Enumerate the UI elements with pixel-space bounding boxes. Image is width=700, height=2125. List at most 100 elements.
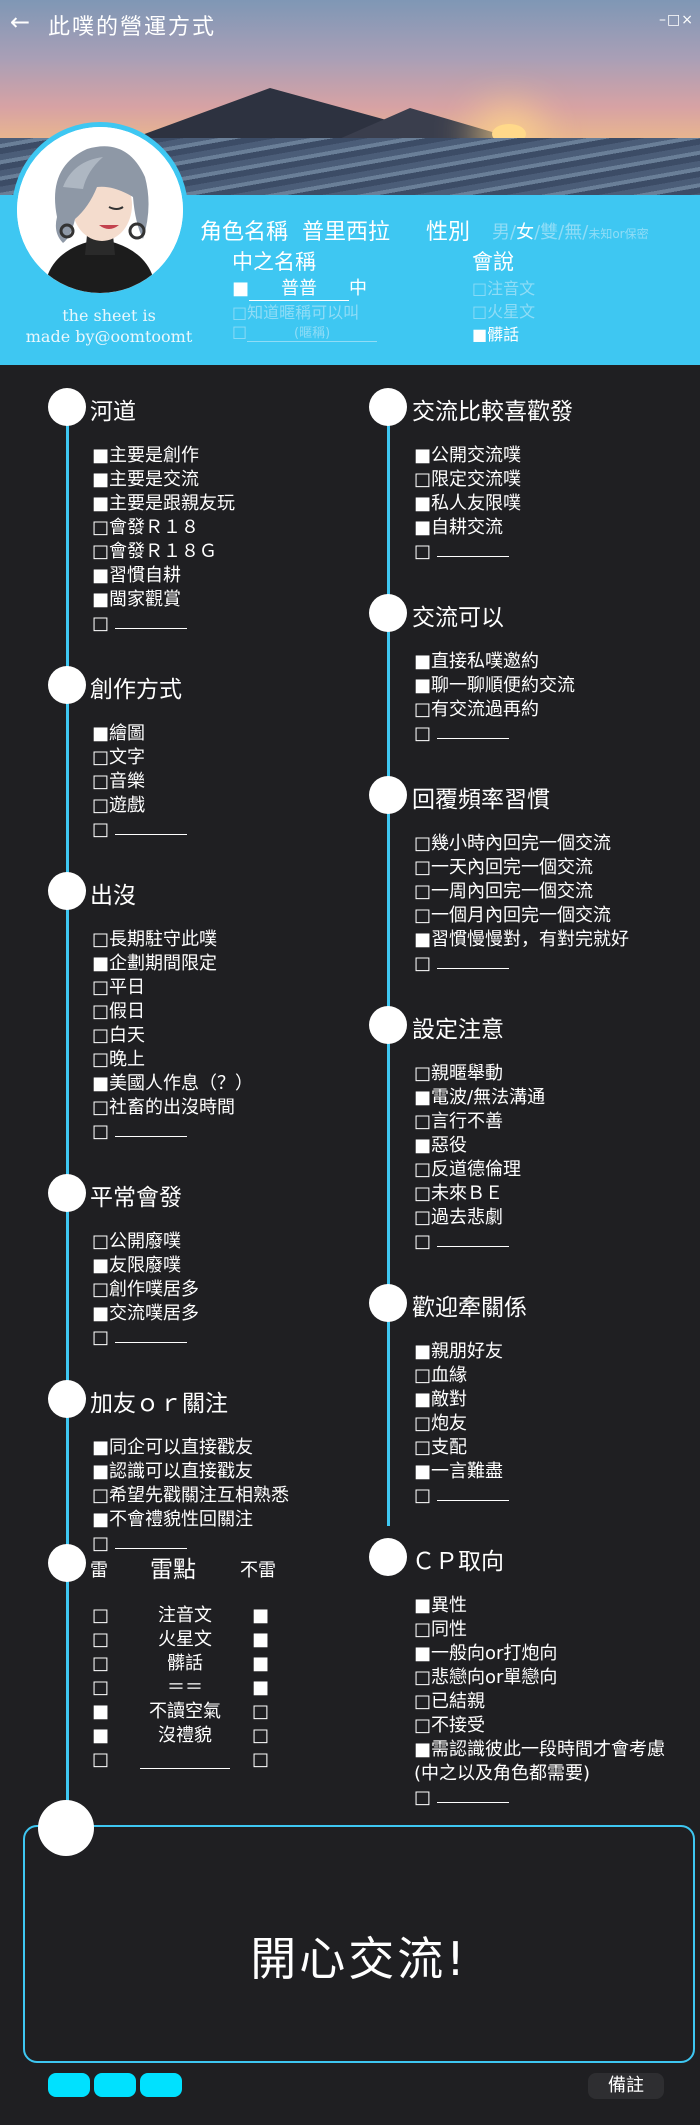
gender-option[interactable]: 男: [492, 222, 510, 243]
checklist-item[interactable]: (中之以及角色都需要): [414, 1762, 590, 1786]
blank-option[interactable]: □: [414, 1230, 510, 1254]
checklist-item[interactable]: □會發Ｒ１８Ｇ: [92, 540, 217, 564]
tab-pill[interactable]: [94, 2073, 136, 2097]
not-lei-checkbox[interactable]: ■: [252, 1629, 270, 1650]
speak-option[interactable]: □注音文: [472, 279, 536, 298]
checklist-item[interactable]: □幾小時內回完一個交流: [414, 832, 611, 856]
checklist-item[interactable]: □音樂: [92, 770, 145, 794]
checklist-item[interactable]: □言行不善: [414, 1110, 503, 1134]
tab-pill[interactable]: [48, 2073, 90, 2097]
checklist-item[interactable]: ■主要是跟親友玩: [92, 492, 235, 516]
checklist-item[interactable]: □假日: [92, 1000, 145, 1024]
checklist-item[interactable]: ■電波/無法溝通: [414, 1086, 545, 1110]
checklist-item[interactable]: ■友限廢噗: [92, 1254, 181, 1278]
checklist-item[interactable]: ■一般向or打炮向: [414, 1642, 557, 1666]
lei-checkbox[interactable]: □: [92, 1677, 110, 1698]
not-lei-checkbox[interactable]: ■: [252, 1605, 270, 1626]
checklist-item[interactable]: ■習慣慢慢對，有對完就好: [414, 928, 629, 952]
checklist-item[interactable]: ■閩家觀賞: [92, 588, 181, 612]
checklist-item[interactable]: ■需認識彼此一段時間才會考慮: [414, 1738, 665, 1762]
checklist-item[interactable]: □長期駐守此噗: [92, 928, 217, 952]
blank-option[interactable]: □: [414, 540, 510, 564]
checklist-item[interactable]: □一天內回完一個交流: [414, 856, 593, 880]
not-lei-checkbox[interactable]: □: [252, 1725, 270, 1746]
checklist-item[interactable]: ■主要是創作: [92, 444, 199, 468]
blank-option[interactable]: □: [414, 1484, 510, 1508]
checklist-item[interactable]: □白天: [92, 1024, 145, 1048]
speak-option[interactable]: ■髒話: [472, 325, 520, 344]
checklist-item[interactable]: □社畜的出沒時間: [92, 1096, 235, 1120]
checklist-item[interactable]: ■交流噗居多: [92, 1302, 199, 1326]
checklist-item[interactable]: □文字: [92, 746, 145, 770]
checklist-item[interactable]: □支配: [414, 1436, 467, 1460]
checklist-item[interactable]: ■主要是交流: [92, 468, 199, 492]
blank-option[interactable]: □: [92, 612, 188, 636]
checklist-item[interactable]: □一個月內回完一個交流: [414, 904, 611, 928]
checklist-item[interactable]: □公開廢噗: [92, 1230, 181, 1254]
checklist-item[interactable]: ■企劃期間限定: [92, 952, 217, 976]
tab-pill[interactable]: [140, 2073, 182, 2097]
gender-option[interactable]: 雙: [540, 222, 559, 243]
checkbox-checked[interactable]: ■: [232, 278, 250, 299]
window-controls[interactable]: –□×: [659, 12, 694, 28]
blank-option[interactable]: □: [414, 722, 510, 746]
checklist-item[interactable]: ■認識可以直接戳友: [92, 1460, 253, 1484]
nickname-option-2[interactable]: □知道暱稱可以叫: [232, 303, 360, 322]
checklist-item[interactable]: ■敵對: [414, 1388, 467, 1412]
nickname-option-1[interactable]: ■普普中: [232, 274, 367, 301]
gender-option[interactable]: 無: [564, 222, 583, 243]
checklist-item[interactable]: □同性: [414, 1618, 467, 1642]
checklist-item[interactable]: □希望先戳關注互相熟悉: [92, 1484, 289, 1508]
lei-checkbox[interactable]: □: [92, 1629, 110, 1650]
checklist-item[interactable]: □炮友: [414, 1412, 467, 1436]
gender-option-selected[interactable]: 女: [516, 222, 535, 243]
checklist-item[interactable]: ■惡役: [414, 1134, 467, 1158]
checklist-item[interactable]: ■一言難盡: [414, 1460, 503, 1484]
checklist-item[interactable]: □遊戲: [92, 794, 145, 818]
checklist-item[interactable]: □平日: [92, 976, 145, 1000]
lei-checkbox[interactable]: □: [92, 1749, 110, 1770]
checklist-item[interactable]: □過去悲劇: [414, 1206, 503, 1230]
checklist-item[interactable]: □限定交流噗: [414, 468, 521, 492]
checklist-item[interactable]: ■聊一聊順便約交流: [414, 674, 575, 698]
checklist-item[interactable]: □已結親: [414, 1690, 485, 1714]
lei-checkbox[interactable]: □: [92, 1653, 110, 1674]
checklist-item[interactable]: ■不會禮貌性回關注: [92, 1508, 253, 1532]
checklist-item[interactable]: □親暱舉動: [414, 1062, 503, 1086]
checklist-item[interactable]: ■自耕交流: [414, 516, 503, 540]
checklist-item[interactable]: ■直接私噗邀約: [414, 650, 539, 674]
blank-option[interactable]: □: [92, 1120, 188, 1144]
checklist-item[interactable]: □未來ＢＥ: [414, 1182, 503, 1206]
lei-checkbox[interactable]: ■: [92, 1701, 110, 1722]
not-lei-checkbox[interactable]: □: [252, 1701, 270, 1722]
memo-button[interactable]: 備註: [588, 2073, 664, 2099]
checklist-item[interactable]: ■親朋好友: [414, 1340, 503, 1364]
speak-option[interactable]: □火星文: [472, 302, 536, 321]
checklist-item[interactable]: □一周內回完一個交流: [414, 880, 593, 904]
blank-option[interactable]: □: [92, 818, 188, 842]
lei-checkbox[interactable]: □: [92, 1605, 110, 1626]
checklist-item[interactable]: ■公開交流噗: [414, 444, 521, 468]
not-lei-checkbox[interactable]: ■: [252, 1653, 270, 1674]
checklist-item[interactable]: ■異性: [414, 1594, 467, 1618]
checklist-item[interactable]: □血緣: [414, 1364, 467, 1388]
checklist-item[interactable]: □創作噗居多: [92, 1278, 199, 1302]
nickname-option-3[interactable]: □(暱稱): [232, 322, 378, 342]
arrow-left-icon[interactable]: ←: [10, 8, 31, 36]
checklist-item[interactable]: ■私人友限噗: [414, 492, 521, 516]
blank-option[interactable]: □: [414, 952, 510, 976]
blank-option[interactable]: □: [414, 1786, 510, 1810]
checkbox-unchecked[interactable]: □: [232, 322, 248, 341]
checklist-item[interactable]: □不接受: [414, 1714, 485, 1738]
checklist-item[interactable]: □悲戀向or單戀向: [414, 1666, 557, 1690]
checklist-item[interactable]: ■美國人作息（？）: [92, 1072, 253, 1096]
gender-option[interactable]: 未知or保密: [588, 227, 649, 241]
checklist-item[interactable]: ■同企可以直接戳友: [92, 1436, 253, 1460]
checklist-item[interactable]: ■繪圖: [92, 722, 145, 746]
blank-option[interactable]: □: [92, 1532, 188, 1556]
checklist-item[interactable]: ■習慣自耕: [92, 564, 181, 588]
checklist-item[interactable]: □有交流過再約: [414, 698, 539, 722]
checklist-item[interactable]: □反道德倫理: [414, 1158, 521, 1182]
checklist-item[interactable]: □晚上: [92, 1048, 145, 1072]
checklist-item[interactable]: □會發Ｒ１８: [92, 516, 199, 540]
